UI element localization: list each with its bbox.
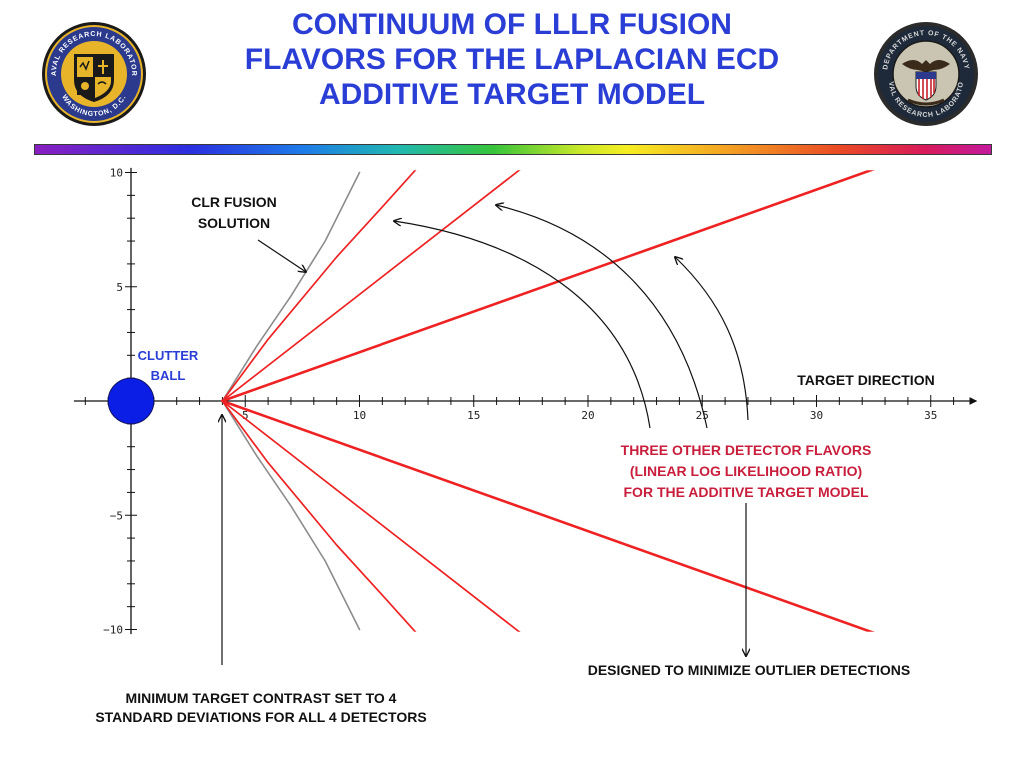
target-direction-label: TARGET DIRECTION bbox=[797, 372, 935, 388]
minimum-contrast-caption: MINIMUM TARGET CONTRAST SET TO 4 STANDAR… bbox=[95, 690, 427, 725]
llr-detector-curve-upper bbox=[221, 170, 875, 403]
llr-detector-curve-lower bbox=[221, 400, 521, 632]
llr-detector-curve-upper bbox=[221, 170, 521, 402]
x-tick-label: 30 bbox=[810, 409, 823, 422]
detector-flavors-label: THREE OTHER DETECTOR FLAVORS (LINEAR LOG… bbox=[620, 442, 872, 500]
page-title: CONTINUUM OF LLLR FUSION FLAVORS FOR THE… bbox=[170, 8, 854, 112]
x-tick-label: 35 bbox=[924, 409, 937, 422]
flavor-arrow-2 bbox=[496, 205, 708, 429]
y-tick-label: 10 bbox=[110, 167, 123, 180]
clr-fusion-curve-lower bbox=[221, 400, 361, 631]
title-line-2: FLAVORS FOR THE LAPLACIAN ECD bbox=[244, 42, 780, 76]
navy-seal-icon: DEPARTMENT OF THE NAVY NAVAL RESEARCH LA… bbox=[872, 20, 978, 126]
clutter-ball-label: CLUTTER BALL bbox=[137, 348, 199, 383]
clr-pointer-arrow bbox=[257, 239, 306, 272]
designed-caption: DESIGNED TO MINIMIZE OUTLIER DETECTIONS bbox=[587, 662, 911, 678]
clutter-ball-marker bbox=[107, 377, 155, 425]
y-tick-label: −10 bbox=[103, 624, 123, 637]
flavor-arrow-1 bbox=[394, 221, 651, 429]
rainbow-divider bbox=[34, 144, 992, 155]
title-line-1: CONTINUUM OF LLLR FUSION bbox=[292, 8, 732, 41]
x-tick-label: 10 bbox=[353, 409, 366, 422]
x-tick-label: 20 bbox=[581, 409, 594, 422]
x-tick-label: 15 bbox=[467, 409, 480, 422]
x-tick-label: 5 bbox=[242, 409, 249, 422]
y-tick-label: −5 bbox=[110, 509, 123, 522]
llr-detector-curve-lower bbox=[221, 399, 875, 632]
llr-detector-curve-upper bbox=[221, 170, 417, 402]
llr-detector-curve-lower bbox=[221, 400, 417, 632]
clr-fusion-label: CLR FUSION SOLUTION bbox=[191, 194, 277, 231]
x-tick-label: 25 bbox=[696, 409, 709, 422]
y-tick-label: 5 bbox=[116, 281, 123, 294]
clr-fusion-curve-upper bbox=[221, 171, 361, 402]
title-line-3: ADDITIVE TARGET MODEL bbox=[318, 77, 706, 111]
nrl-seal-icon: NAVAL RESEARCH LABORATORY WASHINGTON, D.… bbox=[40, 20, 146, 126]
flavor-arrow-3 bbox=[675, 257, 749, 421]
